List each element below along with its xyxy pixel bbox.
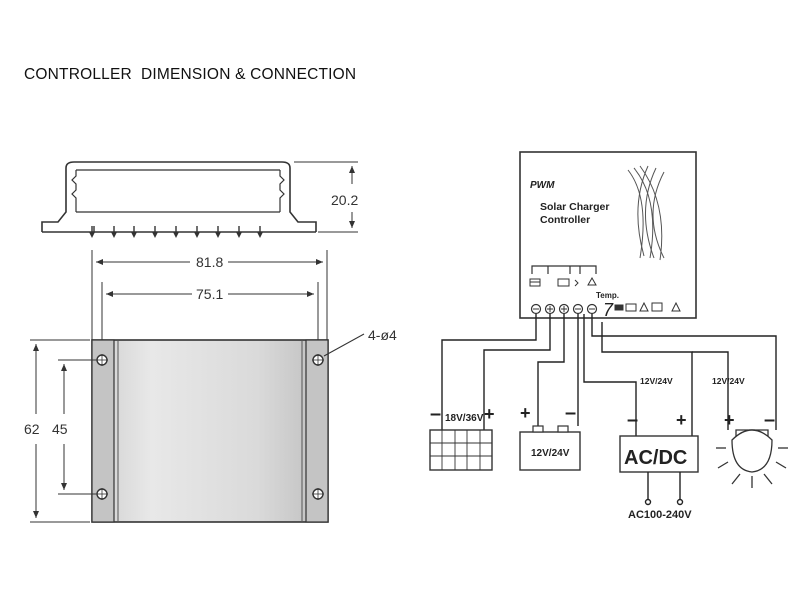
panel-minus: – [430,403,441,425]
left-flange [91,339,115,523]
height-dimension-label: 20.2 [331,192,358,208]
holes-leader [323,333,365,357]
controller-body [91,339,329,523]
heatsink-fins [91,226,261,232]
terminal-signs [533,306,595,312]
controller-title-line1: Solar Charger [540,201,609,213]
panel-voltage: 18V/36V [445,413,484,424]
heatsink-fin-bumps [89,232,263,238]
right-flange [305,339,329,523]
ac-input-label: AC100-240V [628,509,692,521]
lamp-icon [716,429,788,488]
terminal-brackets [531,265,597,274]
lamp-plus: + [724,410,735,430]
overall-width-dimension [91,250,328,340]
acdc-voltage: 12V/24V [640,376,673,386]
acdc-plus: + [676,410,687,430]
lamp-minus: – [764,409,775,431]
hole-spacing-width-dimension [101,282,319,340]
controller-face [519,151,697,319]
lamp-icon [587,276,597,286]
battery-minus: – [565,402,576,424]
overall-width-label: 81.8 [196,254,223,270]
height-dimension [294,161,358,233]
overall-length-dimension [30,339,90,523]
side-profile [41,161,317,233]
ac-input-leads [644,472,684,506]
battery-plus: + [520,403,531,423]
holes-label: 4-ø4 [368,327,397,343]
battery-voltage: 12V/24V [531,448,570,459]
battery-icon [519,425,581,471]
terminals [530,303,598,315]
diagram-title: CONTROLLER DIMENSION & CONNECTION [24,66,357,83]
controller-brand: PWM [530,180,555,191]
logo-swirl-icon [627,165,665,261]
status-icons [614,301,681,312]
hole-spacing-length-dimension [58,359,96,495]
hole-centerlines [96,354,324,500]
overall-length-label: 62 [24,421,40,437]
temp-label: Temp. [596,291,619,300]
panel-plus: + [484,404,495,424]
hole-spacing-length-label: 45 [52,421,68,437]
solar-panel-icon [429,429,493,471]
acdc-minus: – [627,409,638,431]
acdc-box [619,435,699,473]
controller-title-line2: Controller [540,214,590,226]
wiring [441,314,777,436]
seven-segment-digit: 7 [603,300,614,320]
lamp-voltage: 12V/24V [712,376,745,386]
acdc-label: AC/DC [624,447,687,469]
hole-spacing-width-label: 75.1 [196,286,223,302]
terminal-icons [529,276,597,287]
battery-icon [557,278,570,287]
arrow-icon [574,279,579,287]
